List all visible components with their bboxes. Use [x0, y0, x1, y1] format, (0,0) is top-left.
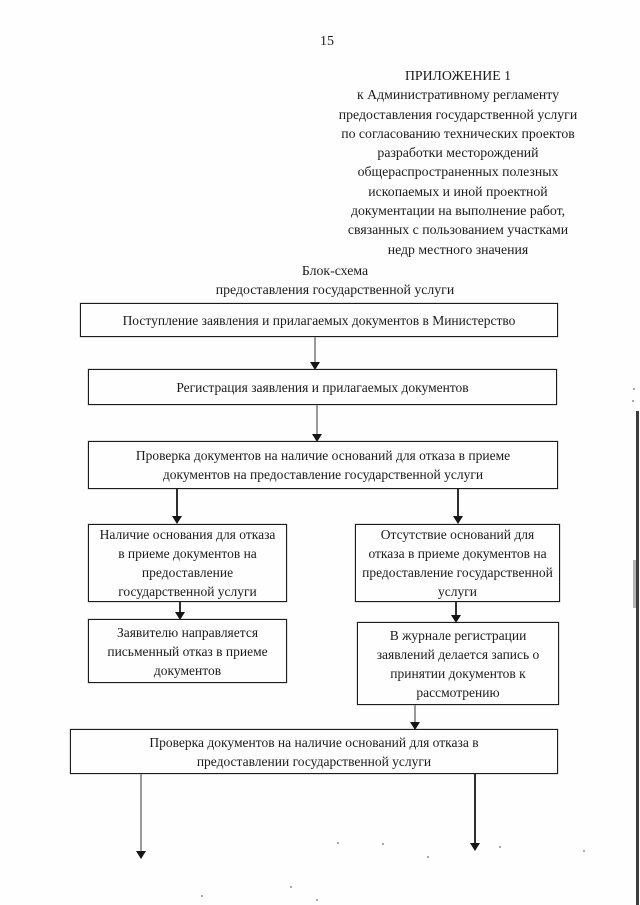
scan-speckle: [427, 856, 429, 858]
appendix-line: документации на выполнение работ,: [350, 203, 566, 219]
node-text: Наличие основания для отказа в приеме до…: [99, 527, 276, 599]
flowchart-node-grounds-present: Наличие основания для отказа в приеме до…: [88, 524, 287, 602]
scan-speckle: [337, 842, 339, 844]
scan-speckle: [499, 846, 501, 848]
flowchart-node-written-refusal: Заявителю направляется письменный отказ …: [88, 619, 287, 683]
arrow-grounds-absent-to-journal: [455, 602, 457, 616]
flowchart-title-line1: Блок-схема: [301, 263, 369, 278]
scan-speckle: [633, 388, 635, 390]
arrow-check-to-grounds-present: [176, 489, 178, 517]
appendix-title: ПРИЛОЖЕНИЕ 1: [404, 68, 512, 83]
node-text: Регистрация заявления и прилагаемых доку…: [176, 379, 469, 395]
flowchart-title: Блок-схема предоставления государственно…: [175, 261, 495, 299]
node-text: Заявителю направляется письменный отказ …: [107, 624, 268, 678]
flowchart-node-registration: Регистрация заявления и прилагаемых доку…: [88, 369, 557, 405]
scan-speckle: [632, 400, 634, 402]
appendix-line: ископаемых и иной проектной: [368, 183, 548, 199]
appendix-line: разработки месторождений: [377, 145, 539, 161]
scan-speckle: [583, 850, 585, 852]
flowchart-node-journal-entry: В журнале регистрации заявлений делается…: [357, 622, 559, 705]
node-text: В журнале регистрации заявлений делается…: [376, 627, 540, 700]
scan-speckle: [290, 886, 292, 888]
appendix-header: ПРИЛОЖЕНИЕ 1 к Административному регламе…: [293, 66, 623, 259]
page-number: 15: [320, 34, 334, 49]
appendix-line: по согласованию технических проектов: [341, 125, 575, 141]
scan-speckle: [316, 899, 318, 901]
node-text: Отсутствие оснований для отказа в приеме…: [362, 527, 553, 599]
arrow-check-to-grounds-absent: [457, 489, 459, 517]
flowchart-node-check-provision: Проверка документов на наличие оснований…: [70, 729, 558, 774]
appendix-line: недр местного значения: [387, 241, 529, 257]
arrow-journal-to-check-provision: [414, 705, 416, 723]
scan-artifact-light-segment: [633, 560, 636, 608]
flowchart-node-grounds-absent: Отсутствие оснований для отказа в приеме…: [355, 524, 560, 602]
flowchart-title-line2: предоставления государственной услуги: [215, 282, 455, 297]
node-text: Проверка документов на наличие оснований…: [149, 734, 479, 769]
scan-speckle: [201, 895, 203, 897]
flowchart-node-intake: Поступление заявления и прилагаемых доку…: [80, 303, 558, 337]
scan-artifact-line: [636, 411, 639, 905]
arrow-grounds-present-to-refusal: [179, 602, 181, 613]
appendix-line: предоставления государственной услуги: [338, 106, 578, 122]
arrow-exit-right: [474, 774, 476, 844]
arrow-exit-left: [140, 774, 142, 852]
appendix-line: к Административному регламенту: [356, 87, 559, 103]
arrow-registration-to-check: [316, 405, 318, 435]
flowchart-node-check-reception: Проверка документов на наличие оснований…: [88, 441, 558, 489]
node-text: Проверка документов на наличие оснований…: [135, 448, 511, 482]
appendix-line: связанных с пользованием участками: [347, 222, 569, 238]
appendix-line: общераспространенных полезных: [357, 164, 559, 180]
arrow-intake-to-registration: [314, 337, 316, 363]
node-text: Поступление заявления и прилагаемых доку…: [122, 312, 516, 328]
scan-speckle: [382, 843, 384, 845]
